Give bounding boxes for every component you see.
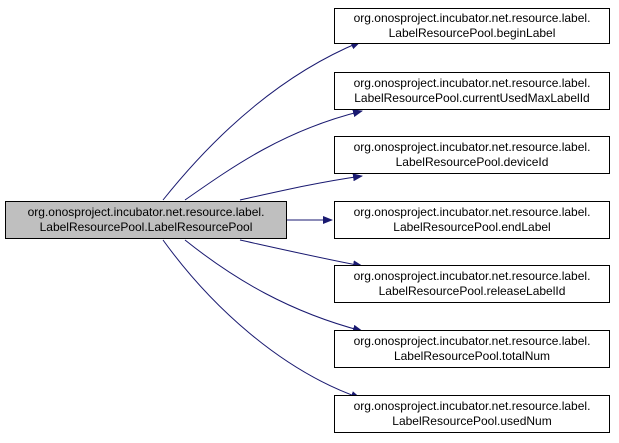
edge-to-totalNum	[184, 239, 363, 333]
edge-to-currentUsedMaxLabelId	[184, 109, 363, 201]
callee-node-deviceId[interactable]: org.onosproject.incubator.net.resource.l…	[334, 136, 610, 174]
callee-node-line1: org.onosproject.incubator.net.resource.l…	[353, 399, 591, 413]
callee-node-line2: LabelResourcePool.releaseLabelId	[378, 284, 566, 298]
callee-node-totalNum[interactable]: org.onosproject.incubator.net.resource.l…	[334, 330, 610, 368]
edge-to-deviceId	[239, 173, 363, 201]
callee-node-beginLabel[interactable]: org.onosproject.incubator.net.resource.l…	[334, 8, 610, 44]
callee-node-line2: LabelResourcePool.deviceId	[395, 155, 549, 169]
callee-node-line1: org.onosproject.incubator.net.resource.l…	[353, 269, 591, 283]
callee-node-line2: LabelResourcePool.beginLabel	[388, 26, 556, 40]
callee-node-line1: org.onosproject.incubator.net.resource.l…	[353, 11, 591, 25]
edge-to-beginLabel	[162, 41, 361, 201]
callee-node-line2: LabelResourcePool.usedNum	[392, 414, 552, 428]
callee-node-line2: LabelResourcePool.totalNum	[393, 349, 551, 363]
edge-to-releaseLabelId	[239, 239, 363, 269]
callee-node-line2: LabelResourcePool.endLabel	[393, 220, 551, 234]
root-node-line1: org.onosproject.incubator.net.resource.l…	[27, 205, 265, 219]
callee-node-line1: org.onosproject.incubator.net.resource.l…	[353, 140, 591, 154]
edge-to-usedNum	[162, 239, 361, 399]
callee-node-line1: org.onosproject.incubator.net.resource.l…	[353, 205, 591, 219]
callee-node-currentUsedMaxLabelId[interactable]: org.onosproject.incubator.net.resource.l…	[334, 72, 610, 110]
callee-node-releaseLabelId[interactable]: org.onosproject.incubator.net.resource.l…	[334, 265, 610, 303]
root-node-line2: LabelResourcePool.LabelResourcePool	[39, 220, 253, 234]
callee-node-usedNum[interactable]: org.onosproject.incubator.net.resource.l…	[334, 395, 610, 433]
root-function-node[interactable]: org.onosproject.incubator.net.resource.l…	[5, 201, 287, 239]
callee-node-line2: LabelResourcePool.currentUsedMaxLabelId	[354, 91, 590, 105]
callee-node-line1: org.onosproject.incubator.net.resource.l…	[353, 334, 591, 348]
callee-node-endLabel[interactable]: org.onosproject.incubator.net.resource.l…	[334, 201, 610, 239]
callee-node-line1: org.onosproject.incubator.net.resource.l…	[353, 76, 591, 90]
